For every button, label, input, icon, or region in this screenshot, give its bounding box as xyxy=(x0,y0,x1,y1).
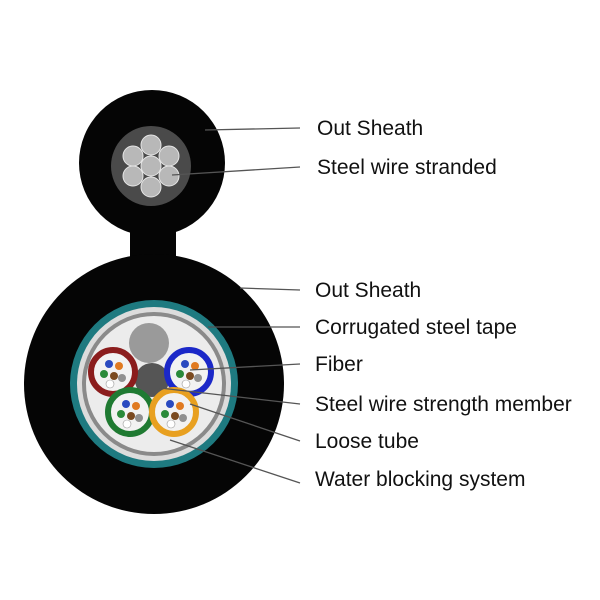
label-corrugated-steel-tape: Corrugated steel tape xyxy=(315,316,517,339)
filler-rod xyxy=(129,323,169,363)
steel-wire-strand xyxy=(158,165,180,187)
leader-line-out-sheath xyxy=(239,287,301,291)
fiber-dot xyxy=(105,360,113,368)
fiber-dot xyxy=(118,374,126,382)
fiber-dot xyxy=(194,374,202,382)
fiber-dot xyxy=(117,410,125,418)
fiber-dot xyxy=(135,414,143,422)
fiber-dot xyxy=(191,362,199,370)
fiber-dot xyxy=(100,370,108,378)
steel-wire-strands xyxy=(122,134,180,198)
fiber-dot xyxy=(127,412,135,420)
label-loose-tube: Loose tube xyxy=(315,430,419,453)
loose-tube-green xyxy=(105,387,155,437)
fiber-dot xyxy=(179,414,187,422)
fiber-dot xyxy=(181,360,189,368)
steel-wire-strand xyxy=(158,145,180,167)
fiber-dot xyxy=(181,379,191,389)
leader-line-water-blocking-system xyxy=(169,439,301,484)
fiber-dot xyxy=(105,379,115,389)
steel-wire-strand xyxy=(122,165,144,187)
leader-line-steel-wire-strength-member xyxy=(159,387,301,405)
fiber-dot xyxy=(176,370,184,378)
fiber-dot xyxy=(166,400,174,408)
fiber-dot xyxy=(115,362,123,370)
steel-wire-strand xyxy=(122,145,144,167)
steel-wire-strand xyxy=(140,134,162,156)
fiber-dot xyxy=(110,372,118,380)
label-out-sheath: Out Sheath xyxy=(315,279,422,302)
fiber-dot xyxy=(171,412,179,420)
fiber-dot xyxy=(122,419,132,429)
leader-line-loose-tube xyxy=(189,403,301,442)
fiber-dot xyxy=(176,402,184,410)
label-steel-wire-stranded: Steel wire stranded xyxy=(317,156,497,179)
label-steel-wire-strength-member: Steel wire strength member xyxy=(315,393,572,416)
loose-tube-orange xyxy=(149,387,199,437)
steel-wire-strand xyxy=(140,155,162,177)
leader-line-fiber xyxy=(189,363,301,371)
fiber-dot xyxy=(166,419,176,429)
loose-tube-green-ring xyxy=(105,387,155,437)
leader-line-top-out-sheath xyxy=(204,127,301,131)
label-fiber: Fiber xyxy=(315,353,363,376)
loose-tube-orange-ring xyxy=(149,387,199,437)
fiber-dot xyxy=(186,372,194,380)
steel-wire-strand xyxy=(140,176,162,198)
label-water-blocking-system: Water blocking system xyxy=(315,468,526,491)
fiber-dot xyxy=(161,410,169,418)
fiber-dot xyxy=(122,400,130,408)
fiber-dot xyxy=(132,402,140,410)
leader-line-steel-wire-stranded xyxy=(171,166,301,176)
label-top-out-sheath: Out Sheath xyxy=(317,117,424,140)
